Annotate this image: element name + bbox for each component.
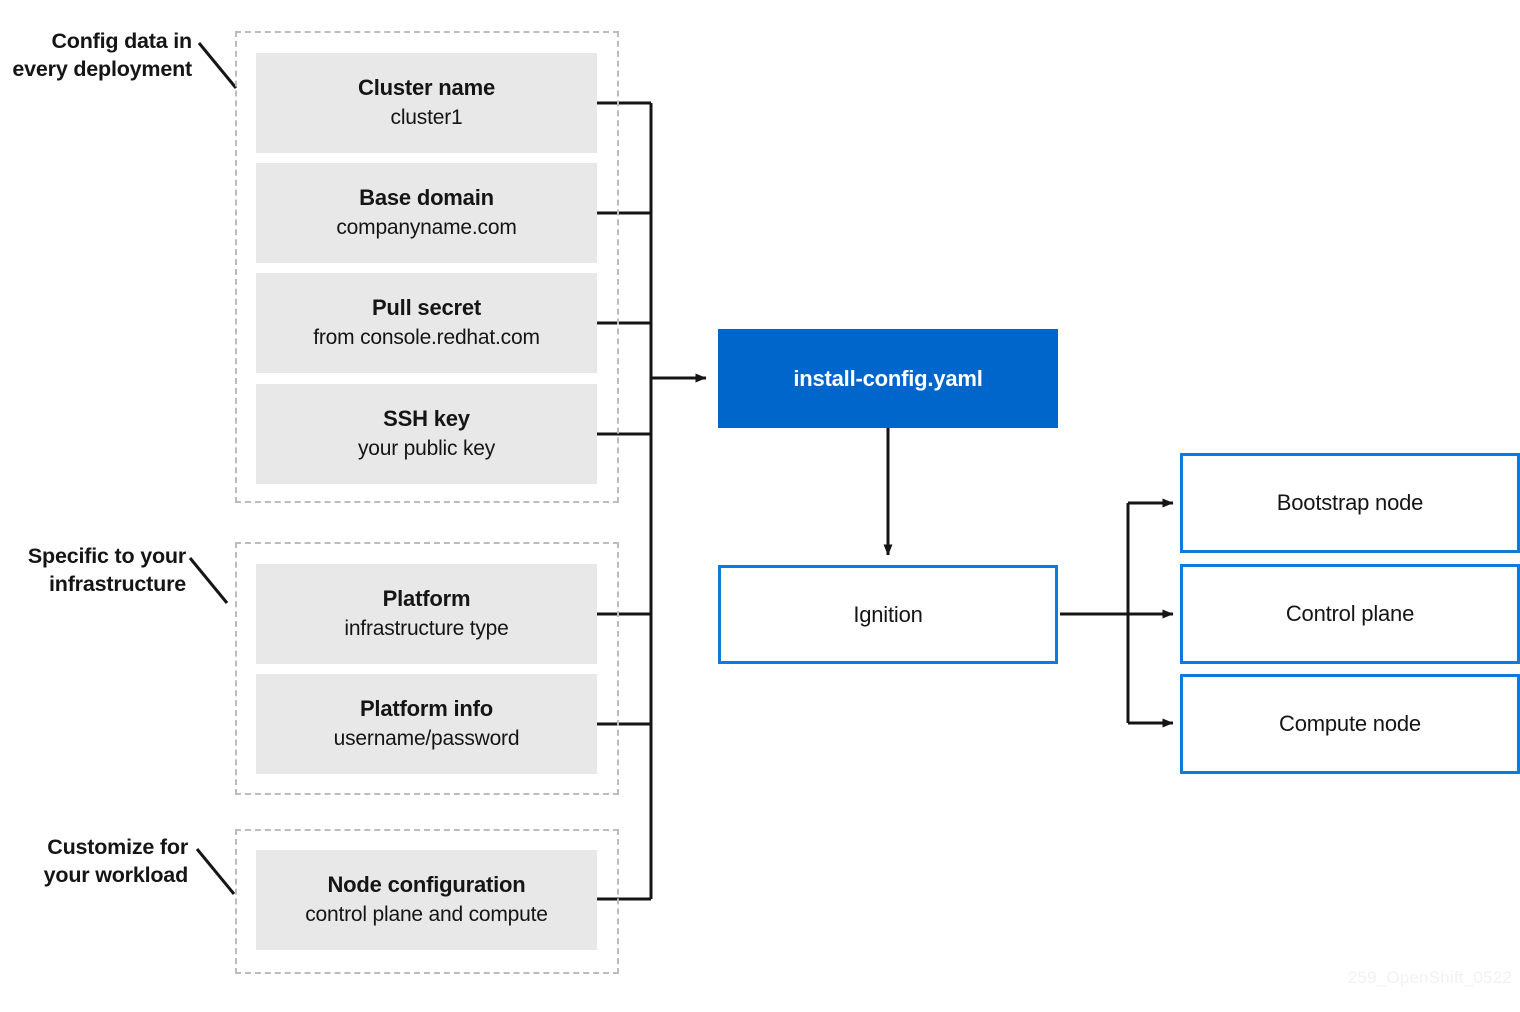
annotation-workload-line2: your workload — [43, 862, 189, 887]
node-control-plane[interactable]: Control plane — [1180, 564, 1520, 664]
node-compute-node-label: Compute node — [1279, 711, 1421, 736]
node-install-config-yaml[interactable]: install-config.yaml — [718, 329, 1058, 428]
card-ssh-key-title: SSH key — [383, 406, 470, 432]
annotation-workload: Customize for your workload — [0, 834, 189, 889]
ignition-fanout-connector — [1060, 503, 1130, 723]
card-base-domain[interactable]: Base domain companyname.com — [256, 163, 597, 263]
group-config-data — [235, 31, 619, 503]
annotation-config-data-line1: Config data in — [51, 29, 192, 53]
card-ssh-key[interactable]: SSH key your public key — [256, 384, 597, 484]
card-platform-info-title: Platform info — [359, 696, 494, 722]
card-base-domain-value: companyname.com — [336, 216, 517, 240]
card-node-configuration-title: Node configuration — [327, 872, 526, 898]
card-ssh-key-value: your public key — [357, 437, 496, 461]
annotation-leader-lines — [188, 42, 238, 895]
annotation-workload-line1: Customize for — [47, 835, 188, 859]
annotation-infrastructure-line1: Specific to your — [27, 544, 186, 568]
node-bootstrap-node-label: Bootstrap node — [1276, 490, 1424, 515]
config-bus-connector — [597, 101, 653, 901]
watermark: 259_OpenShift_0522 — [1347, 968, 1512, 987]
card-platform-value: infrastructure type — [344, 617, 509, 641]
card-pull-secret-title: Pull secret — [371, 295, 482, 321]
node-compute-node[interactable]: Compute node — [1180, 674, 1520, 774]
node-control-plane-label: Control plane — [1285, 601, 1415, 626]
card-platform-title: Platform — [382, 586, 471, 612]
group-workload — [235, 829, 619, 974]
card-pull-secret-value: from console.redhat.com — [313, 326, 540, 350]
node-install-config-yaml-label: install-config.yaml — [793, 365, 983, 391]
card-platform-info[interactable]: Platform info username/password — [256, 674, 597, 774]
card-platform[interactable]: Platform infrastructure type — [256, 564, 597, 664]
card-cluster-name-title: Cluster name — [358, 75, 495, 101]
annotation-infrastructure-line2: infrastructure — [49, 571, 186, 596]
card-cluster-name[interactable]: Cluster name cluster1 — [256, 53, 597, 153]
node-ignition-label: Ignition — [853, 601, 923, 627]
node-bootstrap-node[interactable]: Bootstrap node — [1180, 453, 1520, 553]
annotation-config-data: Config data in every deployment — [0, 28, 192, 83]
card-base-domain-title: Base domain — [359, 185, 494, 211]
card-cluster-name-value: cluster1 — [390, 106, 463, 130]
node-ignition[interactable]: Ignition — [718, 565, 1058, 664]
card-pull-secret[interactable]: Pull secret from console.redhat.com — [256, 273, 597, 373]
card-node-configuration-value: control plane and compute — [305, 903, 548, 927]
card-platform-info-value: username/password — [333, 727, 520, 751]
card-node-configuration[interactable]: Node configuration control plane and com… — [256, 850, 597, 950]
annotation-config-data-line2: every deployment — [12, 56, 192, 81]
annotation-infrastructure: Specific to your infrastructure — [0, 543, 186, 598]
group-infrastructure — [235, 542, 619, 795]
